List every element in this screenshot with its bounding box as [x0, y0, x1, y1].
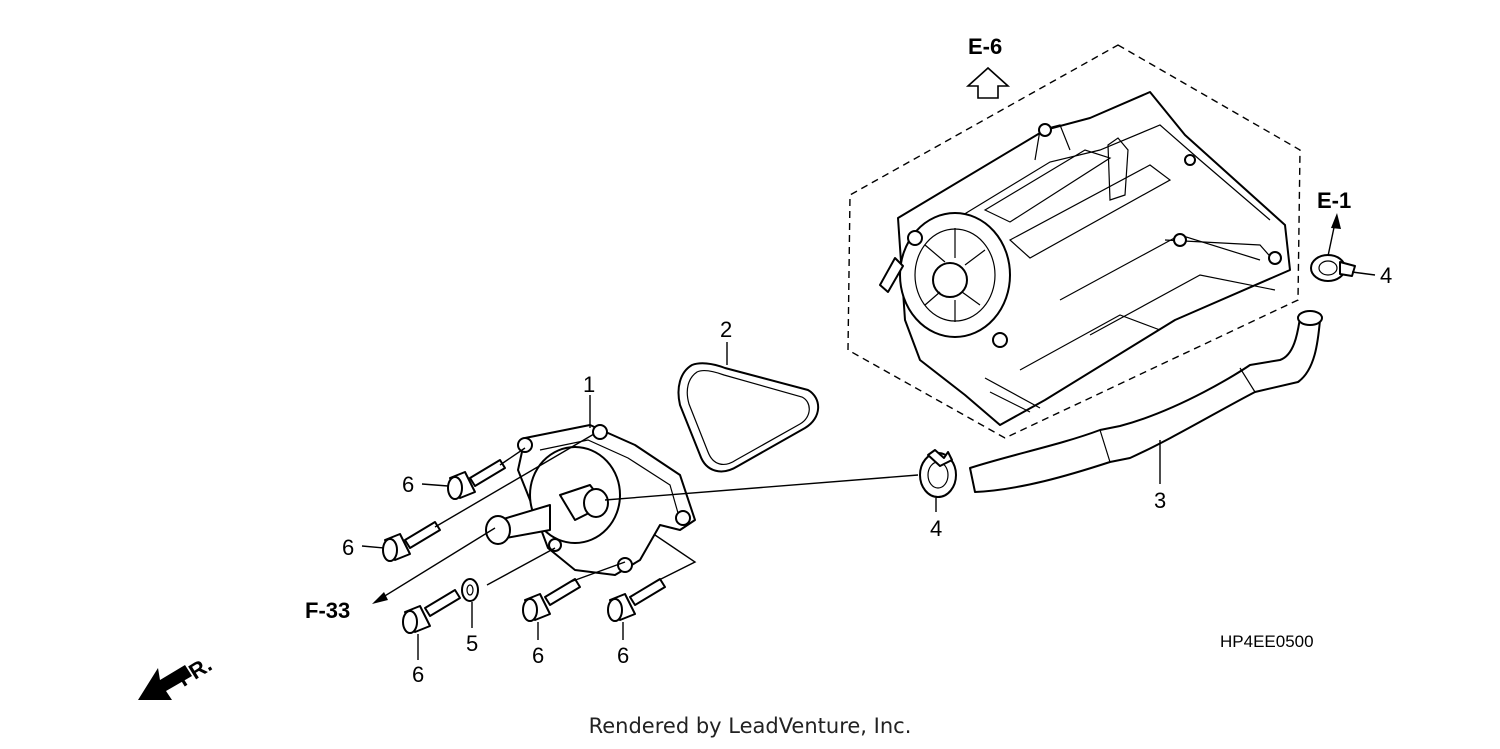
ref-e6: E-6 [968, 34, 1002, 59]
part-4-hose-clamp-upper [1310, 254, 1356, 282]
ref-fr: FR. [173, 652, 216, 692]
part-2-gasket [677, 362, 820, 473]
part-6-bolt-c [402, 589, 461, 634]
ref-f33: F-33 [305, 598, 350, 623]
diagram-code: HP4EE0500 [1220, 632, 1314, 651]
callout-part-5: 5 [466, 631, 478, 656]
callout-part-4-upper: 4 [1380, 263, 1392, 288]
callout-part-6-a: 6 [402, 472, 414, 497]
callout-part-6-c: 6 [412, 662, 424, 687]
callout-part-3: 3 [1154, 488, 1166, 513]
credit-line: Rendered by LeadVenture, Inc. [588, 714, 912, 738]
part-6-bolt-a [447, 459, 506, 500]
e6-direction-arrow [965, 66, 1011, 99]
part-6-bolt-b [382, 521, 441, 562]
part-4-hose-clamp-lower [919, 449, 957, 498]
part-1-water-pump-cover [485, 424, 696, 576]
part-5-washer [461, 578, 479, 602]
leader-lines [361, 213, 1376, 660]
part-6-bolt-d [522, 578, 581, 622]
callout-part-6-e: 6 [617, 643, 629, 668]
callout-part-6-d: 6 [532, 643, 544, 668]
engine-reference-outline [847, 44, 1301, 439]
callout-part-6-b: 6 [342, 535, 354, 560]
engine-crankcase-illustration [879, 91, 1291, 426]
front-direction-arrow-icon [138, 665, 192, 700]
part-3-water-hose [969, 310, 1323, 493]
callout-part-1: 1 [583, 372, 595, 397]
part-6-bolt-e [607, 578, 666, 622]
callout-part-4-lower: 4 [930, 516, 942, 541]
callout-part-2: 2 [720, 317, 732, 342]
ref-e1: E-1 [1317, 188, 1351, 213]
